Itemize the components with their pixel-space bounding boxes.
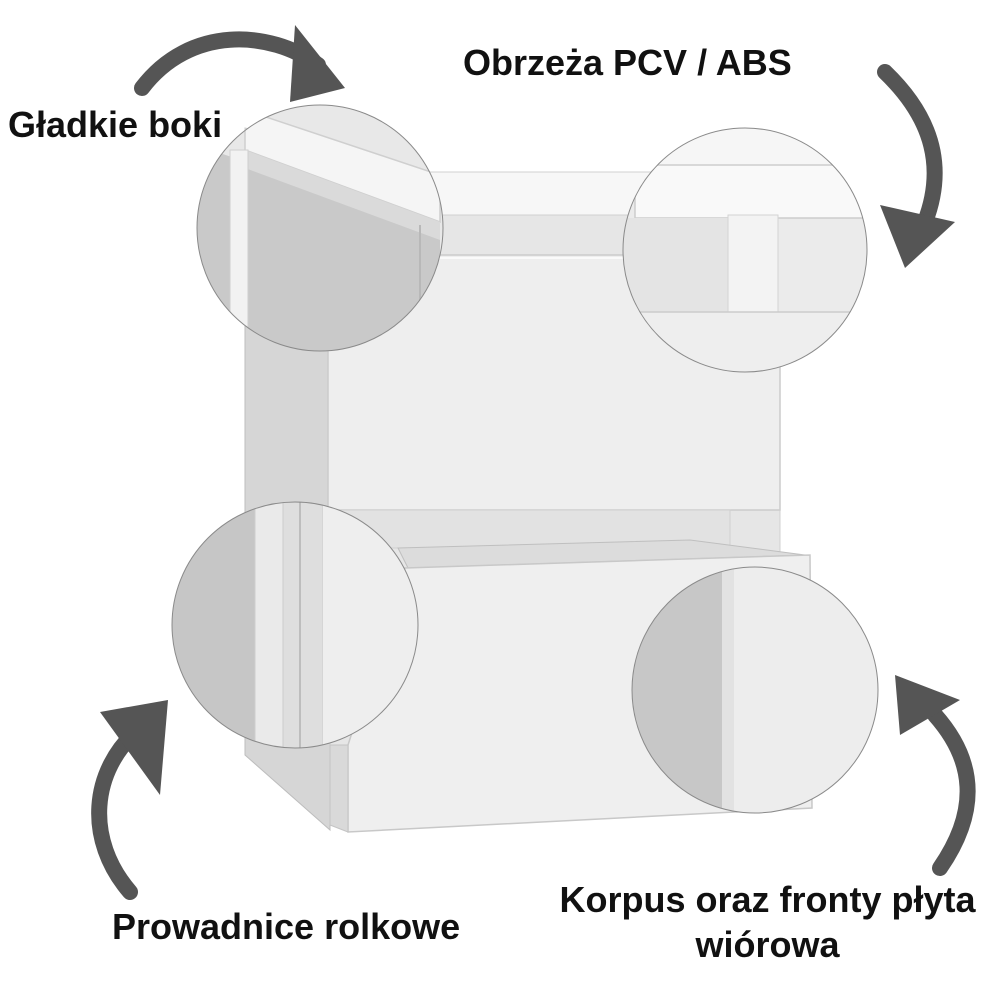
zoom-circle-smooth-sides [196,104,444,352]
arrow-bottom-left [91,700,168,900]
arrow-top-left [134,25,345,102]
arrow-top-right [877,64,955,268]
label-body-and-fronts: Korpus oraz fronty płyta wiórowa [559,879,976,965]
zoom-circle-edge-banding [622,127,868,373]
arrow-bottom-right [895,675,976,876]
lower-drawer-side [329,744,349,833]
label-smooth-sides: Gładkie boki [8,104,223,145]
label-roller-rails: Prowadnice rolkowe [112,906,461,947]
label-edge-banding: Obrzeża PCV / ABS [463,42,792,83]
